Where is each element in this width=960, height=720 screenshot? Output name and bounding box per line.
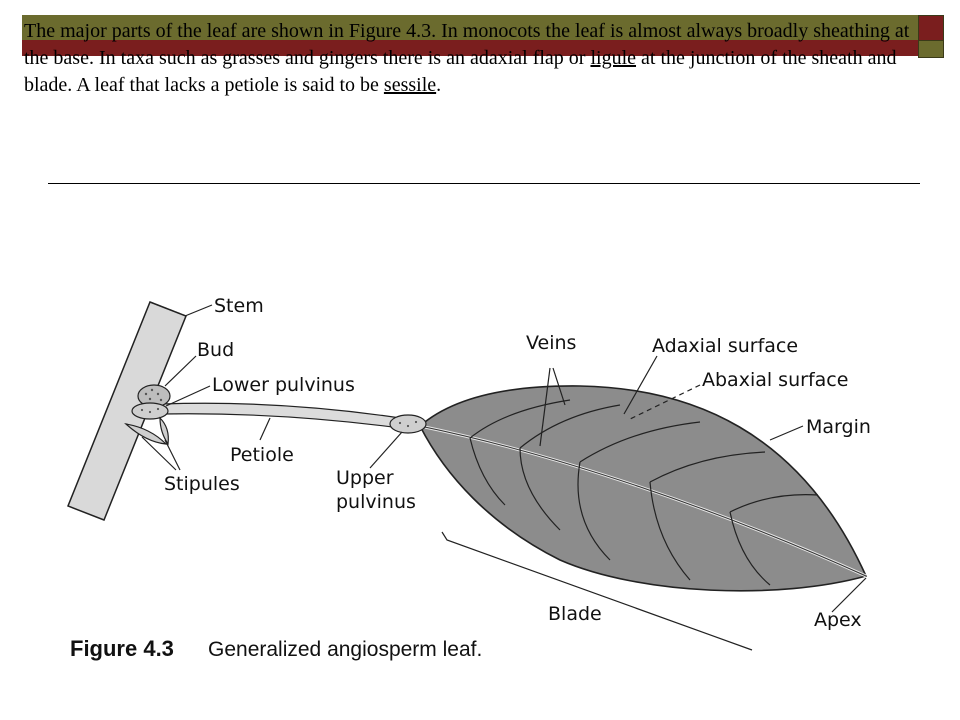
term-sessile: sessile — [383, 74, 437, 96]
label-lower-pulvinus: Lower pulvinus — [212, 374, 355, 396]
top-banner-strip — [22, 40, 918, 56]
label-abaxial-surface: Abaxial surface — [702, 369, 848, 391]
petiole-shape — [161, 402, 401, 429]
label-veins: Veins — [526, 332, 576, 354]
intro-paragraph: The major parts of the leaf are shown in… — [24, 18, 924, 99]
intro-text-2: at the junction of the sheath and blade.… — [24, 47, 897, 96]
term-ligule: ligule — [590, 47, 637, 69]
label-petiole: Petiole — [230, 444, 294, 466]
label-upper-pulvinus-line2: pulvinus — [336, 491, 416, 513]
intro-text-1: The major parts of the leaf are shown in… — [24, 20, 910, 69]
caption-title: Generalized angiosperm leaf. — [208, 638, 482, 661]
intro-text-3: . — [436, 74, 442, 96]
leaf-blade — [419, 385, 868, 592]
horizontal-rule — [48, 183, 920, 184]
label-upper-pulvinus-line1: Upper — [336, 467, 394, 489]
lower-pulvinus-shape — [131, 402, 169, 420]
label-adaxial-surface: Adaxial surface — [652, 335, 798, 357]
label-apex: Apex — [814, 609, 862, 631]
caption-number: Figure 4.3 — [70, 636, 174, 661]
label-margin: Margin — [806, 416, 871, 438]
label-blade: Blade — [548, 603, 602, 625]
label-bud: Bud — [197, 339, 234, 361]
leader-lines — [141, 301, 867, 651]
stem-shape — [67, 301, 187, 521]
label-stipules: Stipules — [164, 473, 240, 495]
stipules-shape — [124, 416, 169, 446]
bud-shape — [137, 384, 171, 408]
upper-pulvinus-shape — [389, 414, 427, 434]
corner-block-olive — [918, 40, 944, 58]
label-stem: Stem — [214, 295, 264, 317]
